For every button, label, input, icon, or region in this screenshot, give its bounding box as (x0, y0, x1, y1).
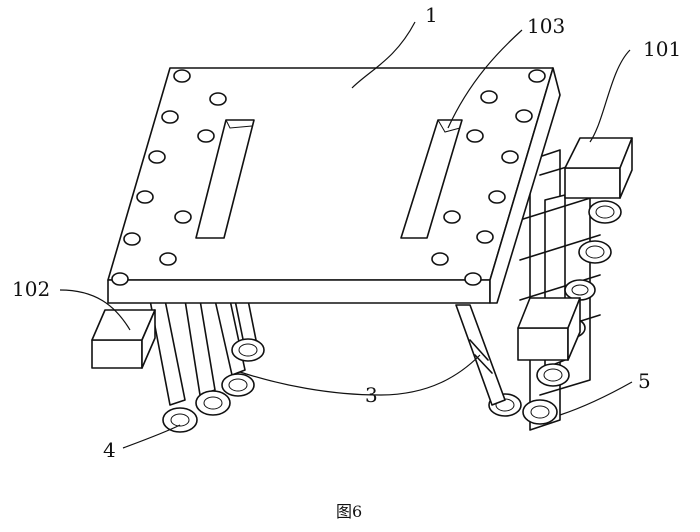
label-left-foot: 4 (103, 438, 116, 462)
mounting-holes (111, 69, 546, 286)
left-feet (162, 338, 265, 433)
label-legs: 3 (365, 383, 378, 407)
top-plate (107, 67, 561, 304)
figure-caption: 图6 (336, 502, 362, 521)
label-slot: 103 (527, 14, 565, 38)
caster-wheel (231, 338, 265, 362)
caster-wheel (536, 363, 570, 387)
caster-wheel (564, 279, 596, 301)
caster-wheel (578, 240, 612, 264)
leader-lines (59, 21, 633, 449)
label-left-block: 102 (12, 277, 50, 301)
right-front-leg (455, 304, 506, 406)
right-block-101 (564, 137, 633, 199)
caster-wheel (588, 200, 622, 224)
label-right-block: 101 (643, 37, 681, 61)
label-right-foot: 5 (638, 369, 651, 393)
callout-labels: 1 103 101 102 3 4 5 (12, 3, 681, 462)
caster-wheel (522, 399, 558, 425)
label-top-plate: 1 (425, 3, 438, 27)
caster-wheel (195, 390, 231, 416)
caster-wheel (162, 407, 198, 433)
caster-wheel (221, 373, 255, 397)
left-block-102 (91, 309, 156, 369)
right-lower-block (517, 297, 581, 361)
